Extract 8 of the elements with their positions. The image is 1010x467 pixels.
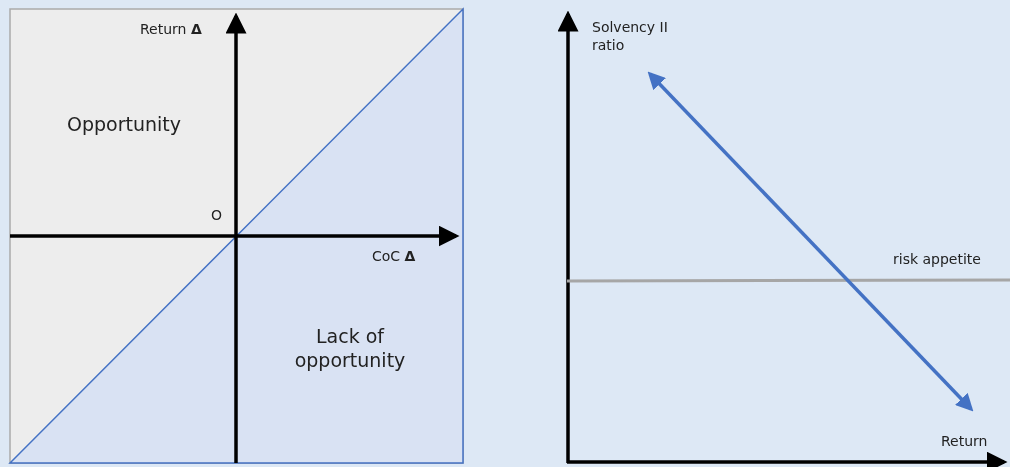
origin-label: O <box>211 207 223 225</box>
region-label: Opportunity <box>67 113 182 137</box>
line-label: risk appetite <box>893 251 981 269</box>
axis-label: Return Δ <box>140 21 202 39</box>
region-label: Lack of opportunity <box>293 325 407 373</box>
axis-label: CoC Δ <box>372 248 416 266</box>
axis-label: Return <box>941 433 988 451</box>
axis-label: Solvency II ratio <box>592 19 669 54</box>
